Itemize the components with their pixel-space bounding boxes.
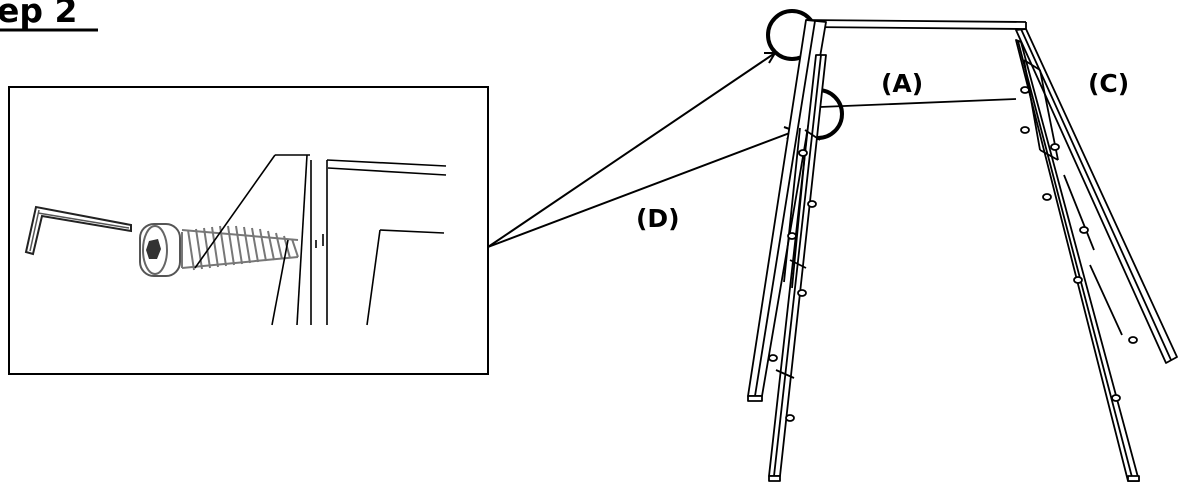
detail-panel-edge bbox=[194, 154, 317, 326]
label-panel-a: (A) bbox=[881, 69, 923, 98]
hex-socket-bolt-icon bbox=[139, 223, 299, 277]
right-panel-c bbox=[1015, 28, 1178, 482]
back-panel-a bbox=[805, 19, 1027, 108]
frame-assembly bbox=[747, 19, 1178, 482]
detail-side-frame bbox=[322, 159, 447, 326]
label-panel-d: (D) bbox=[636, 204, 680, 233]
left-panel-d bbox=[747, 19, 827, 482]
detail-frame bbox=[8, 86, 489, 375]
bolt-thread bbox=[181, 225, 299, 271]
allen-key-icon bbox=[24, 205, 132, 256]
detail-inset bbox=[8, 86, 489, 375]
label-panel-c: (C) bbox=[1088, 69, 1129, 98]
step-title: ep 2 bbox=[0, 0, 77, 30]
